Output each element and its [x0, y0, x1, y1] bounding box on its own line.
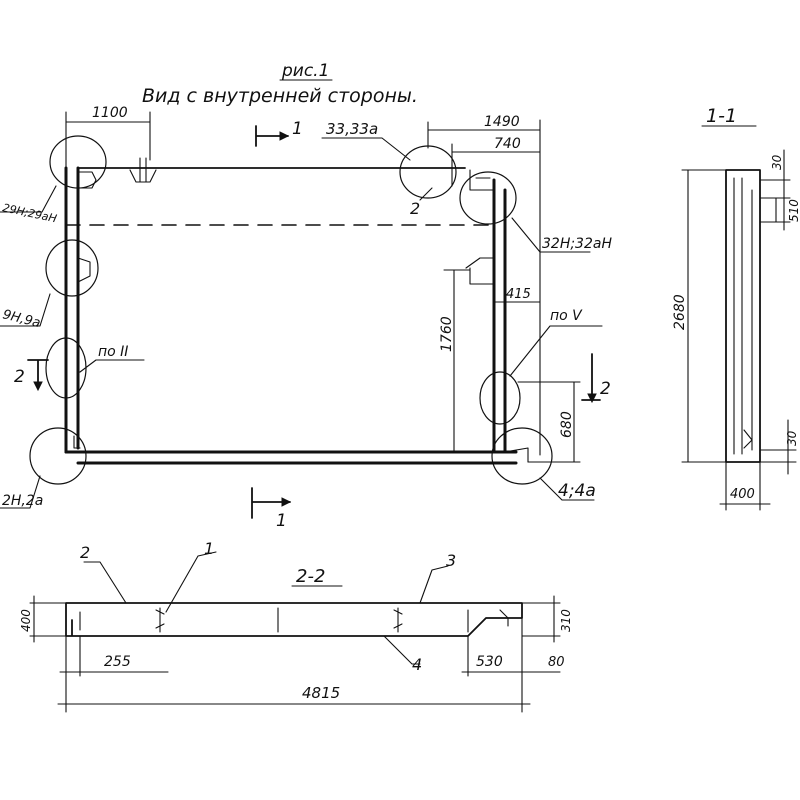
callout-po2: по II — [98, 344, 128, 360]
section-mark-2-left-label: 2 — [14, 367, 25, 387]
callout-4: 4;4а — [558, 481, 596, 501]
figure-title: рис.1 — [281, 61, 329, 81]
left-wall — [64, 166, 80, 454]
dim-2680: 2680 — [672, 294, 688, 330]
dim-415: 415 — [506, 287, 531, 302]
dim-255: 255 — [104, 654, 131, 670]
leader-1: 1 — [204, 539, 214, 558]
callout-circle-top-mid — [399, 145, 457, 199]
dim-30-bottom: 30 — [785, 430, 799, 446]
section-2-2-title: 2-2 — [296, 566, 325, 587]
dim-4815: 4815 — [302, 684, 340, 702]
dim-400-s11: 400 — [730, 487, 755, 502]
callout-9: 9Н,9а — [1, 307, 42, 331]
callout-33: 33,33а — [326, 120, 378, 138]
dim-310: 310 — [559, 609, 573, 632]
section-2-2-slab — [65, 602, 523, 637]
section-mark-2-right — [581, 353, 601, 401]
callout-29: 29Н;29аН — [1, 201, 57, 225]
callout-2h: 2Н,2а — [2, 493, 43, 509]
dim-1490: 1490 — [484, 114, 520, 130]
leader-3: 3 — [446, 551, 456, 570]
callout-circle-oval-right — [479, 371, 521, 425]
dim-80: 80 — [548, 655, 565, 670]
section-1-1: 1-1 2680 30 510 30 400 — [672, 105, 800, 511]
bottom-beam — [64, 450, 518, 465]
callout-circle-tr — [459, 171, 517, 225]
dim-30-top: 30 — [770, 154, 784, 170]
figure-subtitle: Вид с внутренней стороны. — [142, 85, 418, 107]
dim-740: 740 — [494, 136, 521, 152]
main-view: 1100 1490 740 415 1760 680 33,33а 2 32Н;… — [0, 105, 612, 531]
callout-po5: по V — [550, 308, 583, 324]
right-wall — [492, 178, 507, 454]
callout-circle-ml — [45, 239, 99, 297]
callout-32: 32Н;32аН — [542, 236, 612, 252]
section-2-2: 2-2 400 310 255 530 80 4815 2 1 3 — [19, 539, 573, 713]
callout-circle-tl — [49, 135, 107, 189]
callout-circle-bl — [29, 427, 87, 485]
dim-1760: 1760 — [439, 316, 455, 352]
dim-680: 680 — [559, 411, 575, 438]
section-mark-1-top-label: 1 — [292, 119, 303, 139]
section-mark-2-right-label: 2 — [600, 379, 611, 399]
dim-530: 530 — [476, 654, 503, 670]
callout-2-top: 2 — [410, 199, 420, 218]
leader-4: 4 — [412, 655, 422, 674]
callout-circle-br — [491, 427, 553, 485]
dim-510: 510 — [787, 199, 800, 222]
leader-2: 2 — [80, 543, 90, 562]
dim-1100: 1100 — [92, 105, 128, 121]
section-1-1-title: 1-1 — [706, 105, 737, 127]
section-mark-1-bottom-label: 1 — [276, 511, 287, 531]
dim-400-s22: 400 — [19, 609, 33, 632]
section-1-1-profile — [725, 169, 761, 463]
